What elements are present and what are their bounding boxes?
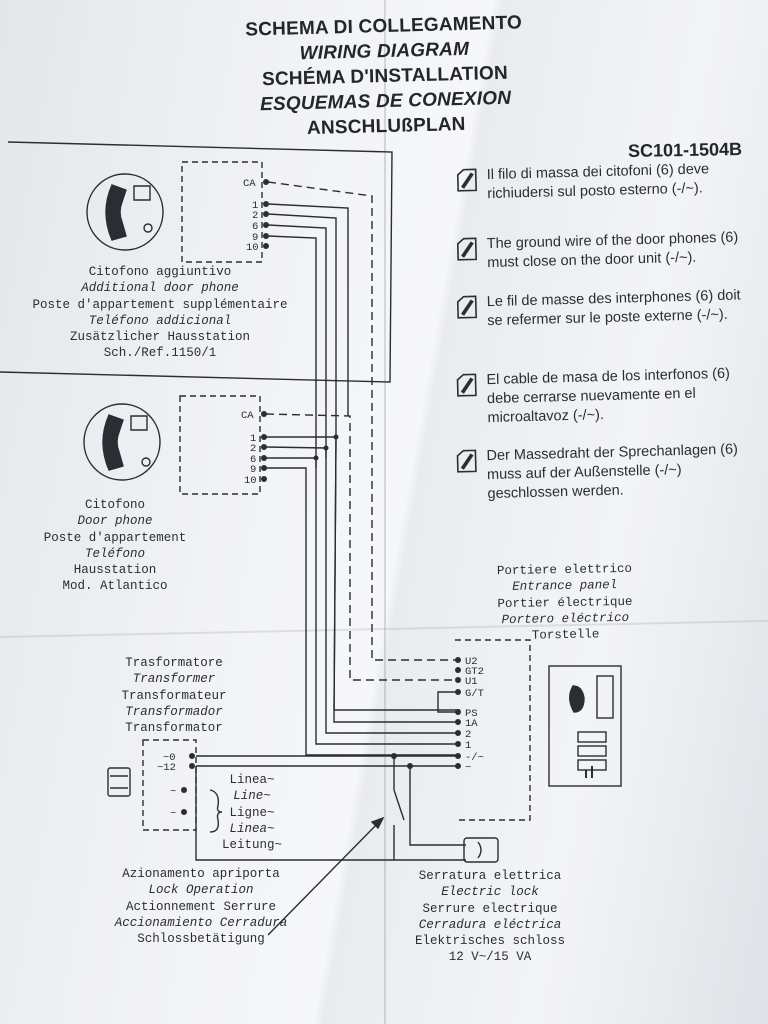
term-add-9: 9	[252, 232, 258, 244]
additional-handset-icon	[86, 173, 164, 251]
term-add-6: 6	[252, 221, 258, 233]
term-door-9: 9	[250, 464, 256, 476]
door-phone-box	[179, 395, 261, 495]
term-tr-ac1: ~	[170, 786, 176, 798]
term-tr-ac2: ~	[170, 808, 176, 820]
term-add-ca: CA	[243, 178, 256, 190]
term-panel-2: 2	[465, 729, 471, 741]
note-pencil-icon	[456, 373, 477, 397]
term-door-6: 6	[250, 454, 256, 466]
term-add-1: 1	[252, 200, 258, 212]
note-pencil-icon	[456, 449, 477, 473]
note-de: Der Massedraht der Sprechanlagen (6) mus…	[454, 440, 755, 505]
wire-door-9	[266, 467, 460, 756]
wire-additional-1	[267, 203, 349, 416]
wire-lock-a	[195, 766, 466, 861]
note-it: Il filo di massa dei citofoni (6) deve r…	[455, 159, 756, 205]
term-tr-0: ~0	[163, 752, 176, 764]
term-panel-ac: ~	[465, 762, 471, 774]
term-panel-gt2: GT2	[465, 666, 484, 678]
jumper-gt-ps	[437, 691, 460, 713]
terminal-dots	[181, 179, 461, 815]
additional-phone-box	[181, 161, 263, 263]
label-entrance-panel: Portiere elettrico Entrance panel Portie…	[496, 561, 633, 643]
label-electric-lock: Serratura elettrica Electric lock Serrur…	[414, 869, 566, 965]
lock-operation-arrow	[267, 817, 384, 936]
label-mains-line: Linea~ Line~ Ligne~ Linea~ Leitung~	[221, 773, 282, 853]
term-panel-ground: -/~	[465, 752, 484, 764]
wire-door-2	[265, 446, 460, 734]
label-door-phone: Citofono Door phone Poste d'appartement …	[43, 498, 187, 594]
term-door-2: 2	[250, 443, 256, 455]
note-pencil-icon	[456, 237, 477, 261]
term-panel-1a: 1A	[465, 718, 478, 730]
note-pencil-icon	[456, 168, 477, 192]
mains-brace	[209, 789, 223, 833]
wire-1a	[333, 436, 460, 711]
door-handset-icon	[83, 403, 161, 481]
term-door-ca: CA	[241, 410, 254, 422]
term-panel-ps: PS	[465, 708, 478, 720]
label-lock-operation: Azionamento apriporta Lock Operation Act…	[114, 867, 288, 947]
note-pencil-icon	[456, 295, 477, 319]
wire-lock-b	[409, 766, 466, 846]
wire-door-6	[266, 457, 460, 745]
lock-switch	[393, 756, 405, 860]
electric-lock-icon	[463, 837, 499, 863]
term-panel-u1: U1	[465, 676, 478, 688]
note-fr: Le fil de masse des interphones (6) doit…	[455, 286, 756, 332]
label-transformer: Trasformatore Transformer Transformateur…	[121, 656, 227, 736]
additional-phone-frame	[0, 141, 393, 383]
term-tr-12: ~12	[157, 762, 176, 774]
wire-additional-9	[267, 235, 317, 468]
wire-ca-additional	[267, 181, 460, 661]
term-door-10: 10	[244, 475, 257, 487]
term-panel-u2: U2	[465, 656, 478, 668]
wire-additional-6	[267, 224, 327, 458]
entrance-panel-icon	[548, 665, 622, 787]
term-door-1: 1	[250, 433, 256, 445]
term-add-10: 10	[246, 242, 259, 254]
entrance-panel-box	[455, 639, 531, 821]
note-es: El cable de masa de los interfonos (6) d…	[454, 364, 755, 429]
mains-plug-icon	[107, 767, 131, 797]
paper-fold-vertical	[384, 0, 386, 1024]
note-en: The ground wire of the door phones (6) m…	[455, 228, 756, 274]
label-additional-phone: Citofono aggiuntivo Additional door phon…	[32, 265, 288, 361]
wire-ca-door	[265, 413, 460, 681]
term-panel-1: 1	[465, 740, 471, 752]
term-add-2: 2	[252, 210, 258, 222]
term-panel-gt: G/T	[465, 688, 484, 700]
